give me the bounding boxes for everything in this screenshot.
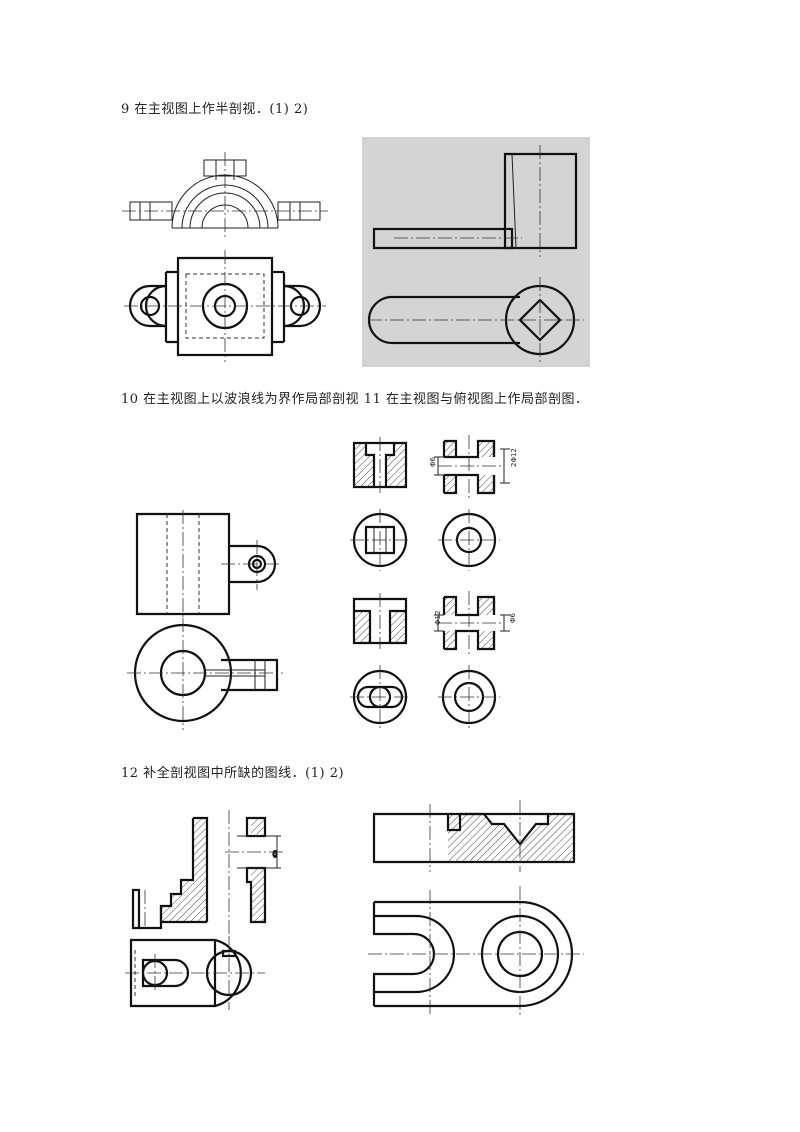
q12-2-drawing bbox=[368, 800, 584, 1016]
q11-drawing: Φ6 2Φ12 Φ12 Φ6 bbox=[350, 435, 518, 729]
q9-1-drawing bbox=[122, 152, 328, 362]
dim-2phi12: 2Φ12 bbox=[510, 448, 518, 467]
dim-phi6-b: Φ6 bbox=[509, 612, 517, 623]
heading-question-10-11: 10 在主视图上以波浪线为界作局部剖视 11 在主视图与俯视图上作局部剖图． bbox=[121, 392, 589, 407]
q9-2-drawing bbox=[362, 137, 590, 367]
q10-drawing bbox=[127, 510, 283, 730]
dim-phi12: Φ12 bbox=[434, 611, 442, 625]
dim-phi6: Φ6 bbox=[429, 456, 437, 467]
heading-question-9: 9 在主视图上作半剖视．(1) 2) bbox=[121, 102, 309, 117]
heading-question-12: 12 补全剖视图中所缺的图线．(1) 2) bbox=[121, 766, 345, 781]
q12-1-drawing bbox=[125, 810, 285, 1010]
